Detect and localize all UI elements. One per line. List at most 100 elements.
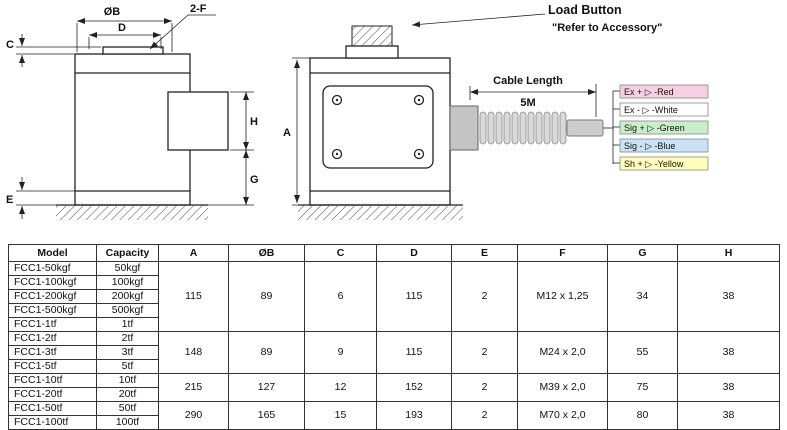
spec-cell: 89 [228, 261, 305, 332]
spec-cell: 165 [228, 401, 305, 430]
spec-cell: 2 [451, 261, 518, 332]
spec-cell: 2 [451, 373, 518, 402]
wire-label: Sig - ▷ -Blue [624, 141, 675, 151]
load-button-subtitle: "Refer to Accessory" [552, 22, 662, 34]
dim-label-a: A [283, 127, 291, 139]
model-cell: FCC1-50tf [8, 401, 97, 416]
dim-label-h: H [250, 116, 258, 128]
wire-color-box [619, 84, 709, 99]
column-header: C [304, 244, 377, 262]
dim-label-ob: ØB [104, 6, 121, 18]
model-cell: FCC1-500kgf [8, 303, 97, 318]
dim-label-g: G [250, 174, 259, 186]
wire-legend: Ex + ▷ -Red Ex - ▷ -White Sig + ▷ -Green… [612, 84, 709, 171]
capacity-cell: 1tf [96, 317, 159, 332]
spec-cell: 38 [677, 331, 780, 374]
technical-drawing-area: ØB D 2-F C E H G [6, 3, 709, 220]
spec-cell: 15 [304, 401, 377, 430]
spec-cell: 148 [158, 331, 229, 374]
spec-cell: 38 [677, 401, 780, 430]
model-cell: FCC1-3tf [8, 345, 97, 360]
model-cell: FCC1-100tf [8, 415, 97, 430]
load-button-title: Load Button [548, 3, 622, 17]
bolt-hole [331, 148, 343, 160]
spec-cell: 55 [607, 331, 678, 374]
capacity-cell: 100kgf [96, 275, 159, 290]
column-header: D [376, 244, 452, 262]
column-header: G [607, 244, 678, 262]
load-surface-hatch [351, 25, 393, 47]
spec-cell: M39 x 2,0 [517, 373, 608, 402]
spec-cell: 89 [228, 331, 305, 374]
spec-cell: 80 [607, 401, 678, 430]
capacity-cell: 3tf [96, 345, 159, 360]
column-header: F [517, 244, 608, 262]
column-header: Capacity [96, 244, 159, 262]
bolt-hole [331, 94, 343, 106]
model-cell: FCC1-10tf [8, 373, 97, 388]
capacity-cell: 2tf [96, 331, 159, 346]
dim-label-d: D [118, 22, 126, 34]
model-cell: FCC1-200kgf [8, 289, 97, 304]
column-header: ØB [228, 244, 305, 262]
wire-label: Ex + ▷ -Red [624, 87, 674, 97]
spec-cell: 193 [376, 401, 452, 430]
cable-length-label: Cable Length [493, 75, 563, 87]
spec-cell: 115 [158, 261, 229, 332]
spec-cell: M12 x 1,25 [517, 261, 608, 332]
capacity-cell: 50kgf [96, 261, 159, 276]
cable-gland [449, 105, 479, 151]
capacity-cell: 200kgf [96, 289, 159, 304]
spec-cell: 38 [677, 373, 780, 402]
spec-cell: 2 [451, 401, 518, 430]
wire-label: Sig + ▷ -Green [624, 123, 685, 133]
spec-cell: 12 [304, 373, 377, 402]
spec-cell: 152 [376, 373, 452, 402]
model-cell: FCC1-50kgf [8, 261, 97, 276]
load-button-side [102, 46, 164, 55]
ground-hatch [298, 205, 463, 220]
spec-cell: 9 [304, 331, 377, 374]
spec-cell: 290 [158, 401, 229, 430]
spec-cell: 38 [677, 261, 780, 332]
capacity-cell: 100tf [96, 415, 159, 430]
capacity-cell: 5tf [96, 359, 159, 374]
capacity-cell: 10tf [96, 373, 159, 388]
wire-row: Ex - ▷ -White [613, 102, 709, 117]
spec-cell: 2 [451, 331, 518, 374]
wire-row: Sig + ▷ -Green [613, 120, 709, 135]
dim-label-2f: 2-F [190, 3, 207, 15]
model-cell: FCC1-100kgf [8, 275, 97, 290]
front-view: A Cable Length 5M Load Button "Refer to … [283, 3, 662, 220]
ground-hatch [56, 205, 208, 220]
column-header: A [158, 244, 229, 262]
model-cell: FCC1-2tf [8, 331, 97, 346]
name-plate [322, 85, 434, 169]
capacity-cell: 20tf [96, 387, 159, 402]
wire-color-box [619, 156, 709, 171]
dim-label-c: C [6, 39, 14, 51]
leader-2f [149, 14, 189, 50]
load-cell-drawing: ØB D 2-F C E H G [6, 3, 709, 220]
capacity-cell: 500kgf [96, 303, 159, 318]
spec-cell: 115 [376, 261, 452, 332]
spec-cell: 115 [376, 331, 452, 374]
capacity-cell: 50tf [96, 401, 159, 416]
leader-load-button [411, 13, 546, 28]
cable-sleeve [566, 119, 604, 137]
spec-cell: 75 [607, 373, 678, 402]
model-cell: FCC1-5tf [8, 359, 97, 374]
cable-length-value: 5M [520, 97, 535, 109]
load-button-front [345, 45, 399, 59]
connector-box-side [167, 91, 229, 151]
spec-cell: 6 [304, 261, 377, 332]
